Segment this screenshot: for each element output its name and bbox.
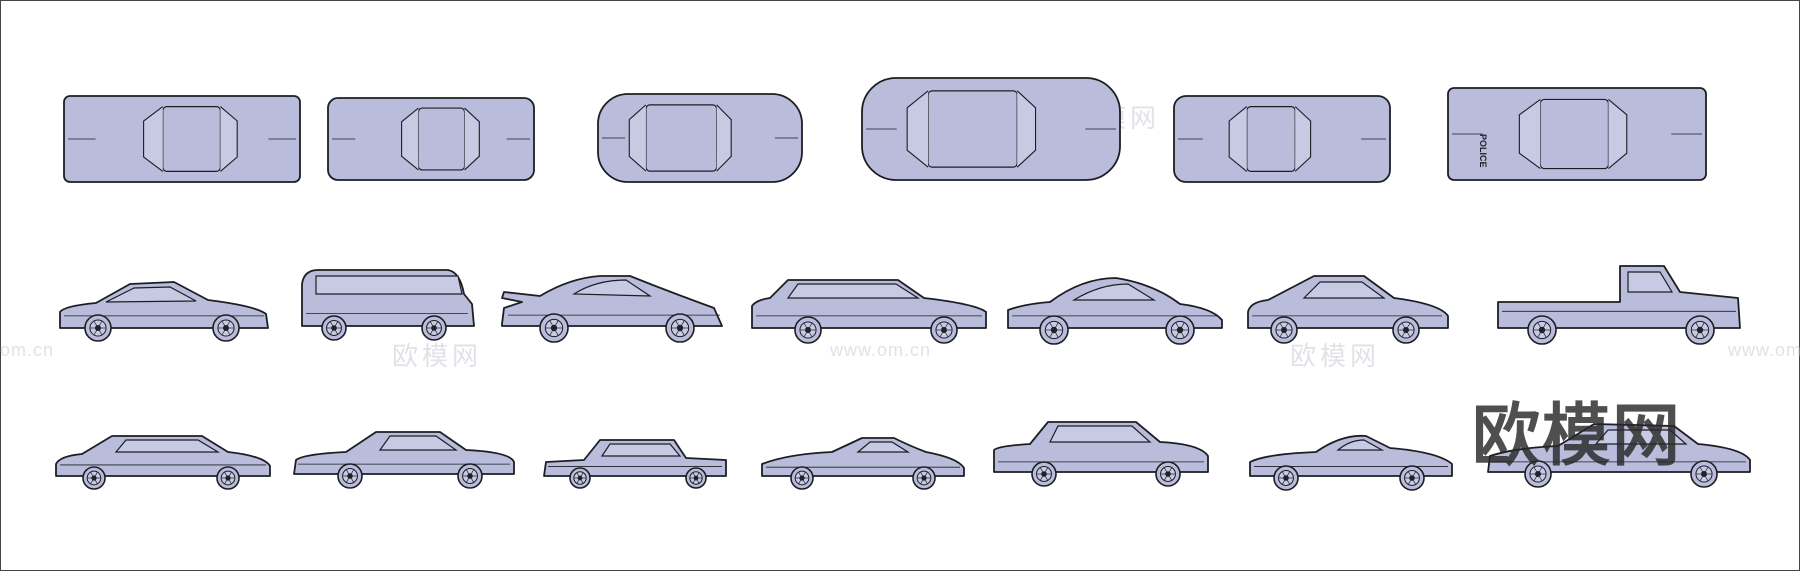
- side-911-icon: [1004, 270, 1226, 344]
- side-van-icon: [298, 264, 476, 344]
- side-coupe-icon: [1484, 416, 1754, 490]
- side-wagon-icon: [748, 270, 990, 344]
- side-limo-sedan-icon: [52, 424, 274, 490]
- side-hatchback-icon: [56, 270, 272, 344]
- top-hatch-icon: [1172, 94, 1392, 184]
- top-sedan-icon: [62, 94, 302, 184]
- top-porsche-928-icon: [860, 76, 1122, 182]
- side-pickup-icon: [1494, 258, 1744, 344]
- side-911-turbo-icon: [500, 268, 728, 344]
- top-911-icon: [596, 92, 804, 184]
- side-classic-sedan-icon: [540, 428, 730, 490]
- side-sedan-icon: [290, 422, 518, 490]
- side-targa-icon: [1246, 428, 1456, 490]
- top-police-sedan-icon: POLICE: [1446, 86, 1708, 182]
- side-liftback-icon: [1244, 270, 1450, 344]
- side-boxy-sedan-icon: [990, 416, 1212, 490]
- side-corvette-icon: [758, 430, 968, 490]
- police-label: POLICE: [1478, 134, 1488, 168]
- top-supercar-icon: [326, 96, 536, 182]
